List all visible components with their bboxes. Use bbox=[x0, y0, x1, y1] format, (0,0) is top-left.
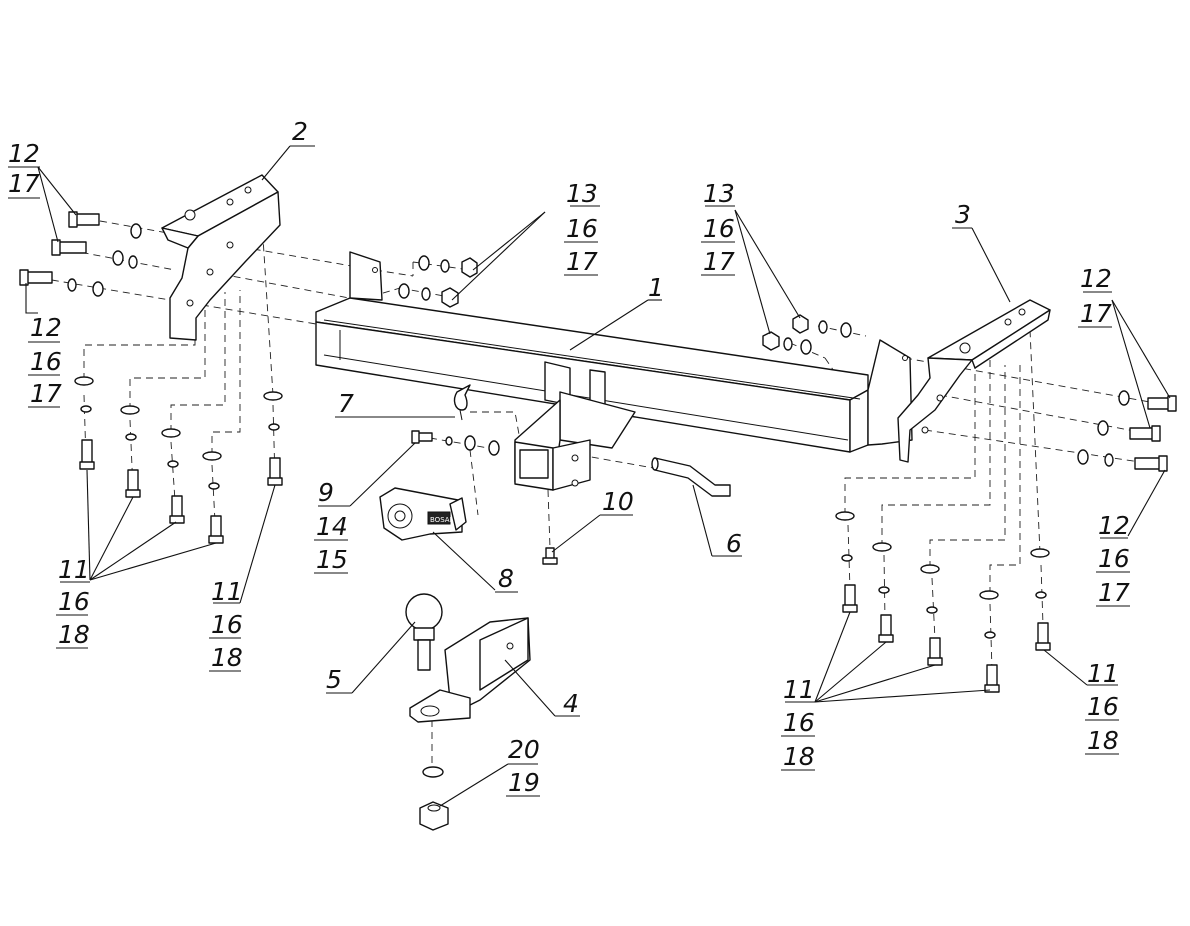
label-ml-17: 17 bbox=[30, 379, 62, 408]
label-tr-17: 17 bbox=[703, 247, 735, 276]
hitch-pin bbox=[651, 457, 731, 497]
label-8: 8 bbox=[498, 564, 514, 593]
label-1: 1 bbox=[648, 273, 664, 302]
label-tc-13: 13 bbox=[566, 179, 598, 208]
label-br-16: 16 bbox=[783, 708, 815, 737]
receiver-bolt bbox=[542, 547, 558, 565]
label-15: 15 bbox=[316, 545, 348, 574]
label-5: 5 bbox=[326, 665, 342, 694]
label-10: 10 bbox=[602, 487, 634, 516]
ball-nut bbox=[419, 766, 449, 831]
plate-brand-text: BOSAL bbox=[430, 516, 454, 524]
label-19: 19 bbox=[508, 768, 540, 797]
label-bl-11: 11 bbox=[58, 555, 90, 584]
vertical-bolts-right bbox=[835, 511, 1051, 693]
label-tr-13: 13 bbox=[703, 179, 735, 208]
label-bl-18: 18 bbox=[58, 620, 90, 649]
label-br-18: 18 bbox=[783, 742, 815, 771]
label-tc-17: 17 bbox=[566, 247, 598, 276]
label-20: 20 bbox=[508, 735, 540, 764]
bolts-upper-left bbox=[19, 211, 142, 297]
nuts-center-top bbox=[398, 255, 478, 308]
label-rr-17: 17 bbox=[1080, 299, 1112, 328]
label-2: 2 bbox=[292, 117, 308, 146]
label-underlines bbox=[8, 166, 1130, 797]
bolts-right bbox=[1077, 390, 1177, 472]
label-3: 3 bbox=[955, 200, 971, 229]
label-4: 4 bbox=[563, 689, 579, 718]
label-tc-16: 16 bbox=[566, 214, 598, 243]
label-bl-16: 16 bbox=[58, 587, 90, 616]
label-ml-16: 16 bbox=[30, 347, 62, 376]
label-14: 14 bbox=[316, 512, 348, 541]
label-tr-16: 16 bbox=[703, 214, 735, 243]
socket-plate: BOSAL bbox=[379, 487, 467, 541]
label-ml-12: 12 bbox=[30, 313, 62, 342]
ball-mount bbox=[409, 617, 531, 723]
label-br2-18: 18 bbox=[1087, 726, 1119, 755]
label-rm-12: 12 bbox=[1098, 511, 1130, 540]
label-br2-16: 16 bbox=[1087, 692, 1119, 721]
small-fasteners bbox=[411, 384, 500, 456]
right-bracket bbox=[897, 299, 1051, 463]
label-br2-11: 11 bbox=[1087, 659, 1119, 688]
label-tl-12: 12 bbox=[8, 139, 40, 168]
label-bl2-18: 18 bbox=[211, 643, 243, 672]
tow-ball bbox=[405, 593, 443, 671]
label-rm-17: 17 bbox=[1098, 578, 1130, 607]
label-bl2-16: 16 bbox=[211, 610, 243, 639]
nuts-right-top bbox=[762, 314, 852, 355]
label-bl2-11: 11 bbox=[211, 577, 243, 606]
leader-lines bbox=[10, 145, 1171, 807]
label-7: 7 bbox=[338, 389, 354, 418]
label-br-11: 11 bbox=[783, 675, 815, 704]
label-9: 9 bbox=[318, 478, 334, 507]
receiver-housing bbox=[514, 361, 636, 491]
label-rm-16: 16 bbox=[1098, 544, 1130, 573]
label-rr-12: 12 bbox=[1080, 264, 1112, 293]
vertical-bolts-left bbox=[74, 376, 283, 544]
label-6: 6 bbox=[726, 529, 742, 558]
cross-beam bbox=[315, 251, 913, 453]
label-tl-17: 17 bbox=[8, 169, 40, 198]
part-labels: 2 12 17 12 16 17 11 16 18 11 16 18 13 16… bbox=[8, 117, 1130, 797]
left-bracket bbox=[161, 174, 281, 341]
